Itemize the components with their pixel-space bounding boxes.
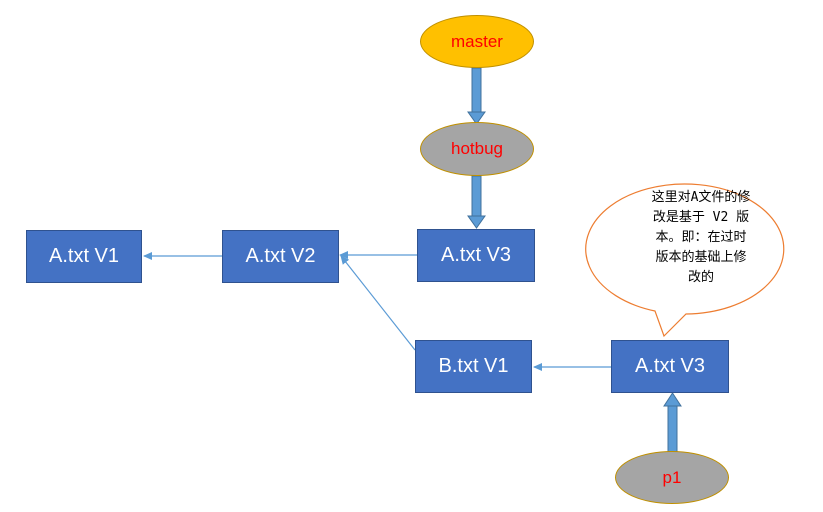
arrow-bv1-to-av2 xyxy=(340,255,416,351)
callout-bubble xyxy=(585,183,785,338)
commit-b-v1-label: B.txt V1 xyxy=(438,355,509,377)
commit-a-v2: A.txt V2 xyxy=(222,230,339,283)
commit-a-v1-label: A.txt V1 xyxy=(48,245,120,267)
commit-b-v1: B.txt V1 xyxy=(415,340,532,393)
arrow-master-to-hotbug xyxy=(467,67,486,125)
branch-hotbug-ellipse: hotbug xyxy=(420,122,534,176)
commit-a-v3-top-label: A.txt V3 xyxy=(440,244,512,266)
branch-p1-ellipse: p1 xyxy=(615,451,729,504)
commit-a-v3-top: A.txt V3 xyxy=(417,229,535,282)
arrow-p1-to-av3bottom xyxy=(663,392,682,453)
branch-p1-label: p1 xyxy=(662,467,682,487)
branch-hotbug-label: hotbug xyxy=(451,139,503,158)
branch-master-label: master xyxy=(451,31,503,51)
commit-a-v1: A.txt V1 xyxy=(26,230,142,283)
callout-text: 这里对A文件的修 改是基于 V2 版 本。即：在过时 版本的基础上修 改的 xyxy=(651,190,751,285)
commit-a-v3-bottom: A.txt V3 xyxy=(611,340,729,393)
commit-a-v3-bottom-label: A.txt V3 xyxy=(634,355,706,377)
branch-master-ellipse: master xyxy=(420,15,534,68)
commit-a-v2-label: A.txt V2 xyxy=(245,245,316,267)
arrow-hotbug-to-av3top xyxy=(467,175,486,229)
